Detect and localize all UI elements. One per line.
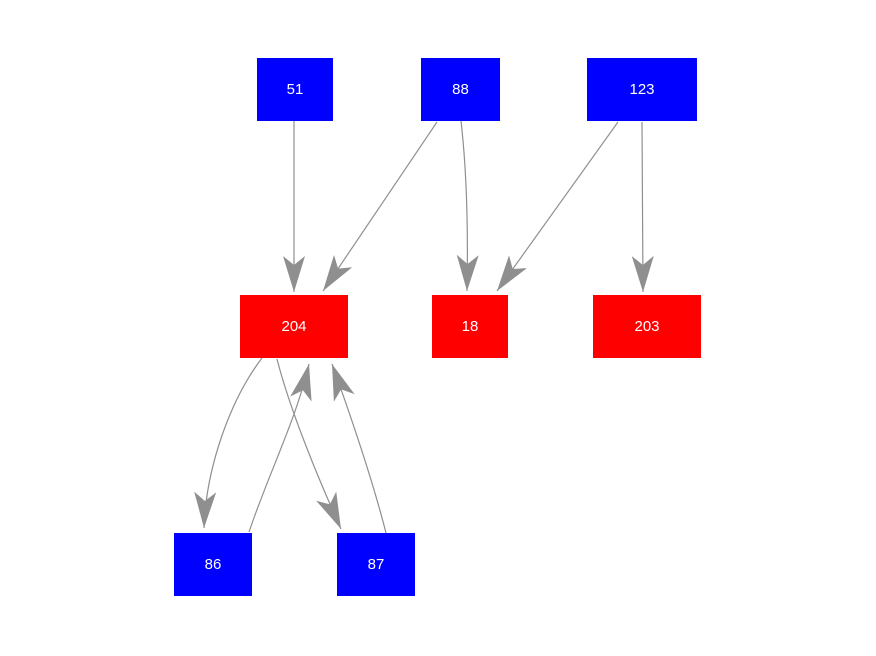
node-label-86: 86 [205, 556, 222, 573]
node-rect-203 [593, 295, 701, 358]
edge-88-18 [456, 120, 479, 292]
node-123: 123 [587, 58, 697, 121]
node-rect-88 [421, 58, 500, 121]
node-rect-204 [240, 295, 348, 358]
edge-123-203 [631, 121, 654, 293]
node-label-87: 87 [368, 556, 385, 573]
edge-87-204 [331, 363, 387, 534]
node-label-123: 123 [629, 81, 654, 98]
node-204: 204 [240, 295, 348, 358]
node-rect-87 [337, 533, 415, 596]
node-label-88: 88 [452, 81, 469, 98]
node-label-203: 203 [634, 318, 659, 335]
node-label-51: 51 [287, 81, 304, 98]
edge-123-18 [496, 121, 619, 292]
node-51: 51 [257, 58, 333, 121]
node-rect-123 [587, 58, 697, 121]
node-label-18: 18 [462, 318, 479, 335]
edge-88-204 [322, 121, 438, 292]
node-rect-86 [174, 533, 252, 596]
edge-86-204 [248, 363, 312, 533]
node-86: 86 [174, 533, 252, 596]
node-88: 88 [421, 58, 500, 121]
node-87: 87 [337, 533, 415, 596]
edge-204-87 [276, 358, 342, 530]
node-rect-51 [257, 58, 333, 121]
node-203: 203 [593, 295, 701, 358]
node-label-204: 204 [281, 318, 306, 335]
node-rect-18 [432, 295, 508, 358]
node-18: 18 [432, 295, 508, 358]
edge-204-86 [194, 357, 263, 529]
